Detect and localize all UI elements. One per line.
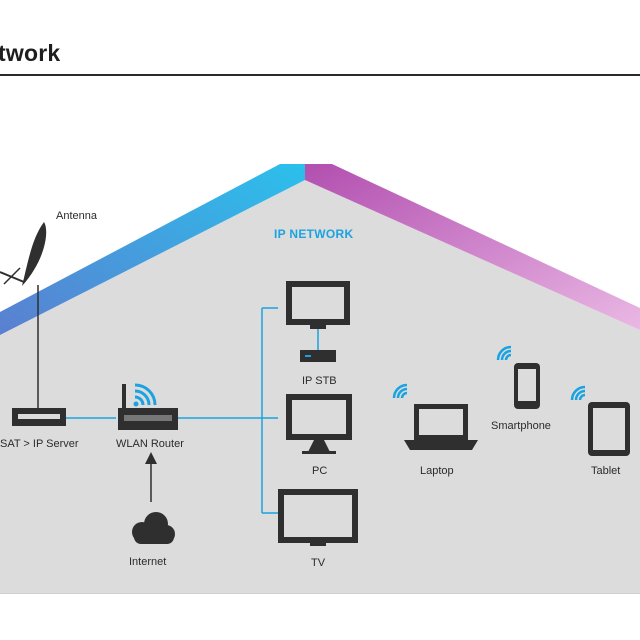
- set-top-box-icon: [300, 350, 336, 362]
- internet-uplink-arrow: [145, 452, 157, 502]
- smartphone-icon: [514, 363, 540, 409]
- house-shape: [0, 180, 640, 593]
- connection-lines: [66, 307, 319, 514]
- tablet-icon: [588, 402, 630, 456]
- roof-band-right: [305, 164, 640, 330]
- stb-monitor-icon: [286, 281, 350, 329]
- wlan-router-label: WLAN Router: [116, 438, 184, 450]
- bottom-divider: [0, 593, 640, 594]
- title-divider: [0, 74, 640, 76]
- sat-ip-server-label: SAT > IP Server: [0, 438, 79, 450]
- antenna-label: Antenna: [56, 210, 98, 222]
- tablet-label: Tablet: [591, 465, 620, 477]
- tablet-wifi-icon: [570, 385, 586, 401]
- roof-band-left: [0, 164, 305, 335]
- laptop-wifi-icon: [392, 383, 408, 399]
- ip-network-label: IP NETWORK: [274, 227, 353, 241]
- smartphone-label: Smartphone: [491, 420, 551, 432]
- pc-label: PC: [312, 465, 327, 477]
- cloud-icon: [132, 512, 175, 544]
- ip-stb-label: IP STB: [302, 375, 337, 387]
- pc-monitor-icon: [286, 394, 352, 454]
- smartphone-wifi-icon: [496, 345, 512, 361]
- laptop-label: Laptop: [420, 465, 454, 477]
- page-title: twork: [0, 40, 61, 66]
- tv-label: TV: [311, 557, 326, 569]
- wlan-router-icon: [118, 383, 178, 430]
- sat-ip-server-icon: [12, 408, 66, 426]
- laptop-icon: [404, 404, 478, 450]
- tv-icon: [278, 489, 358, 546]
- satellite-dish-icon: [0, 222, 47, 286]
- internet-label: Internet: [129, 556, 166, 568]
